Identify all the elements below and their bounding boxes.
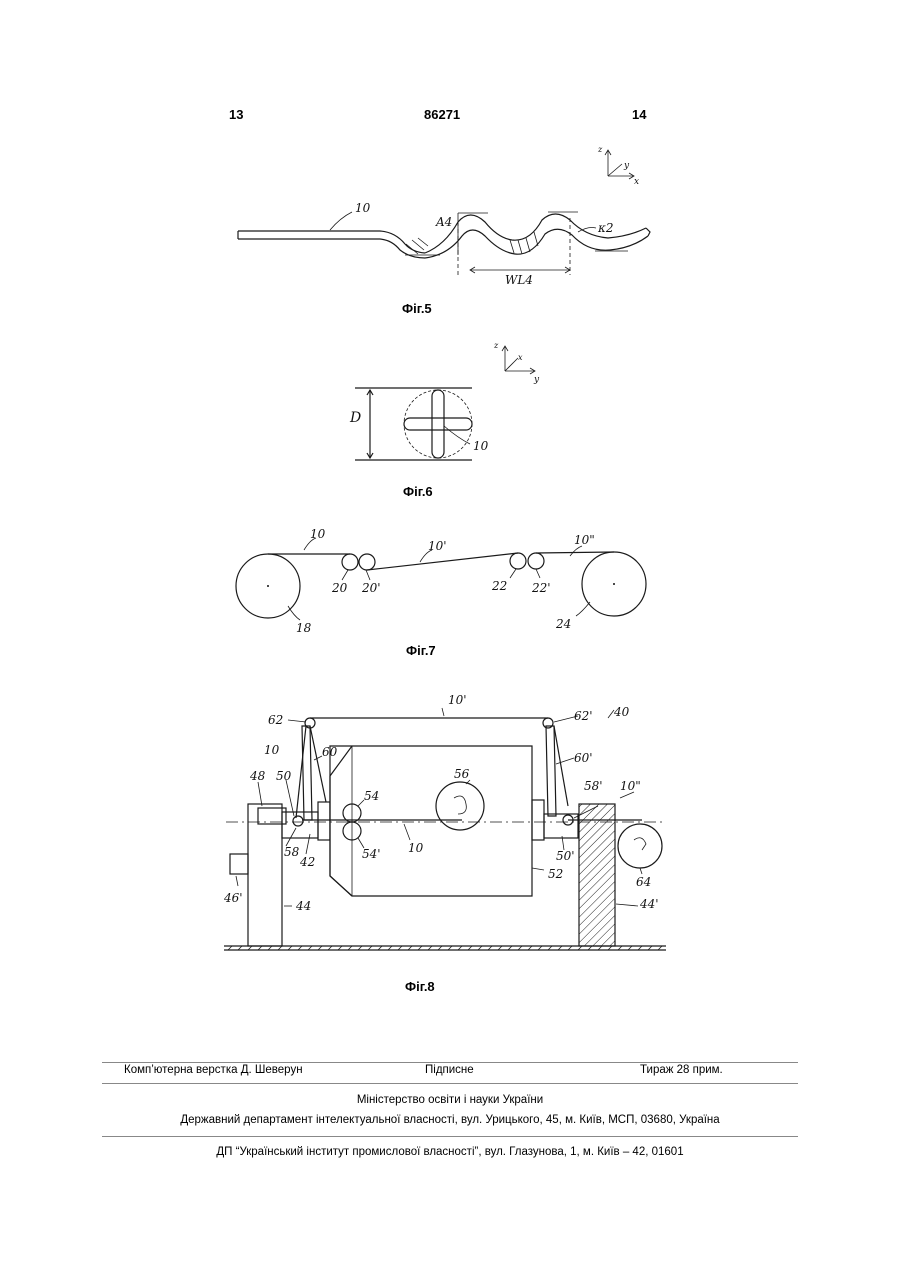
- fig7-label-20: 20: [331, 581, 348, 595]
- fig8-label-62p: 62': [574, 709, 593, 723]
- patent-number: 86271: [424, 107, 460, 122]
- fig7-label-18: 18: [296, 621, 312, 635]
- figure-7-drawing: 10 10' 10" 20 20' 22 22' 18 24: [230, 520, 660, 645]
- figure-5-drawing: z y x 10 A4 WL4 κ2: [230, 140, 660, 300]
- fig5-axis-z: z: [597, 145, 603, 154]
- fig5-axis-y: y: [623, 161, 630, 171]
- fig8-label-58: 58: [284, 845, 300, 859]
- fig8-label-10pp: 10": [620, 779, 641, 793]
- fig8-label-52: 52: [548, 867, 563, 881]
- fig8-label-56: 56: [454, 767, 470, 781]
- fig8-label-54: 54: [364, 789, 379, 803]
- fig5-label-wl4: WL4: [505, 273, 533, 287]
- fig8-label-60p: 60': [574, 751, 593, 765]
- figure-8-caption: Фіг.8: [405, 979, 435, 994]
- figure-6-caption: Фіг.6: [403, 484, 433, 499]
- fig8-label-10-left: 10: [264, 743, 280, 757]
- fig7-label-10p: 10': [428, 539, 447, 553]
- fig7-label-22p: 22': [531, 581, 551, 595]
- layout-credit: Комп’ютерна верстка Д. Шеверун: [124, 1064, 303, 1076]
- fig7-label-10pp: 10": [574, 533, 595, 547]
- fig8-label-44: 44: [295, 899, 311, 913]
- ministry-line: Міністерство освіти і науки України: [0, 1094, 900, 1106]
- circulation-note: Тираж 28 прим.: [640, 1064, 723, 1076]
- fig5-label-10: 10: [355, 201, 371, 215]
- fig6-axis-y: y: [533, 375, 540, 385]
- page-number-right: 14: [632, 107, 646, 122]
- fig8-label-46p: 46': [223, 891, 243, 905]
- fig8-label-58p: 58': [584, 779, 603, 793]
- figure-6-drawing: z x y D 10: [340, 338, 560, 473]
- fig6-label-10: 10: [473, 439, 489, 453]
- fig8-label-64: 64: [636, 875, 651, 889]
- fig7-label-22: 22: [491, 579, 507, 593]
- fig6-axis-x: x: [518, 353, 523, 362]
- fig8-label-54p: 54': [362, 847, 381, 861]
- fig8-label-48: 48: [249, 769, 266, 783]
- fig7-label-10: 10: [310, 527, 326, 541]
- figure-7-caption: Фіг.7: [406, 643, 436, 658]
- institute-line: ДП “Український інститут промислової вла…: [0, 1146, 900, 1158]
- fig5-label-k2: κ2: [597, 221, 614, 235]
- page-number-left: 13: [229, 107, 243, 122]
- footer-rule-middle: [102, 1083, 798, 1084]
- department-line: Державний департамент інтелектуальної вл…: [0, 1114, 900, 1126]
- fig8-label-62: 62: [268, 713, 283, 727]
- signed-note: Підписне: [425, 1064, 474, 1076]
- fig5-axis-x: x: [634, 177, 639, 187]
- fig8-label-44p: 44': [639, 897, 659, 911]
- footer-rule-bottom: [102, 1136, 798, 1137]
- fig6-label-d: D: [349, 410, 361, 426]
- fig8-label-42: 42: [299, 855, 315, 869]
- fig8-label-50p: 50': [556, 849, 575, 863]
- footer-rule-top: [102, 1062, 798, 1063]
- fig7-label-24: 24: [555, 617, 571, 631]
- fig8-label-60: 60: [322, 745, 338, 759]
- fig6-axis-z: z: [493, 341, 499, 350]
- fig8-label-10-center: 10: [408, 841, 424, 855]
- figure-8-drawing: 10' 62 62' 40 10 60 60' 48 50 54 56 58' …: [222, 680, 672, 970]
- fig7-label-20p: 20': [361, 581, 381, 595]
- fig8-label-10p: 10': [448, 693, 467, 707]
- fig8-label-40: 40: [613, 705, 630, 719]
- figure-5-caption: Фіг.5: [402, 301, 432, 316]
- fig5-label-a4: A4: [435, 215, 452, 229]
- fig8-label-50: 50: [276, 769, 292, 783]
